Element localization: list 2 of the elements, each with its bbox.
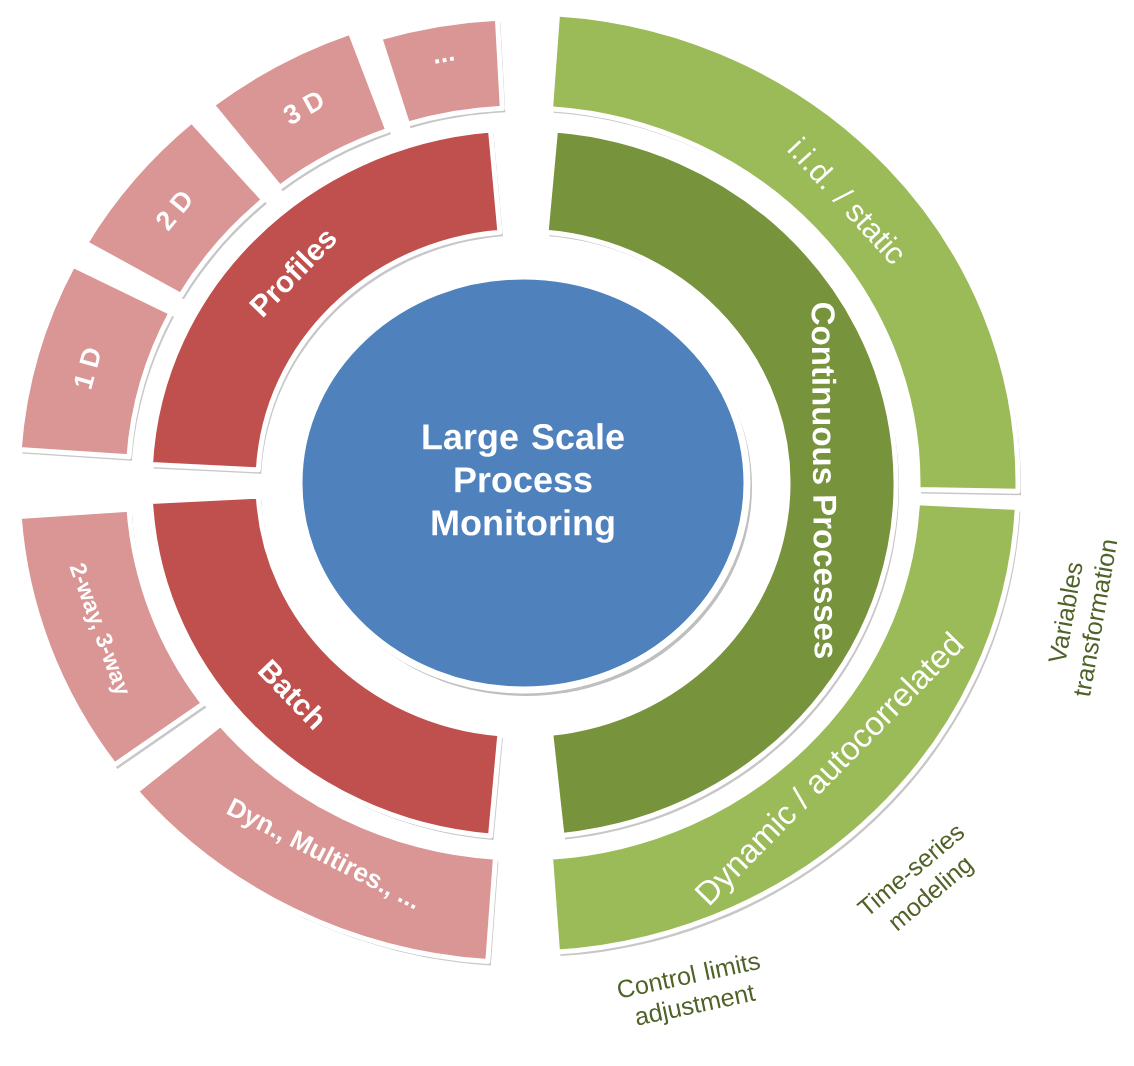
- ring-segment: 2-way, 3-way: [16, 506, 207, 769]
- annotation-text: Control limits adjustment: [618, 955, 760, 1026]
